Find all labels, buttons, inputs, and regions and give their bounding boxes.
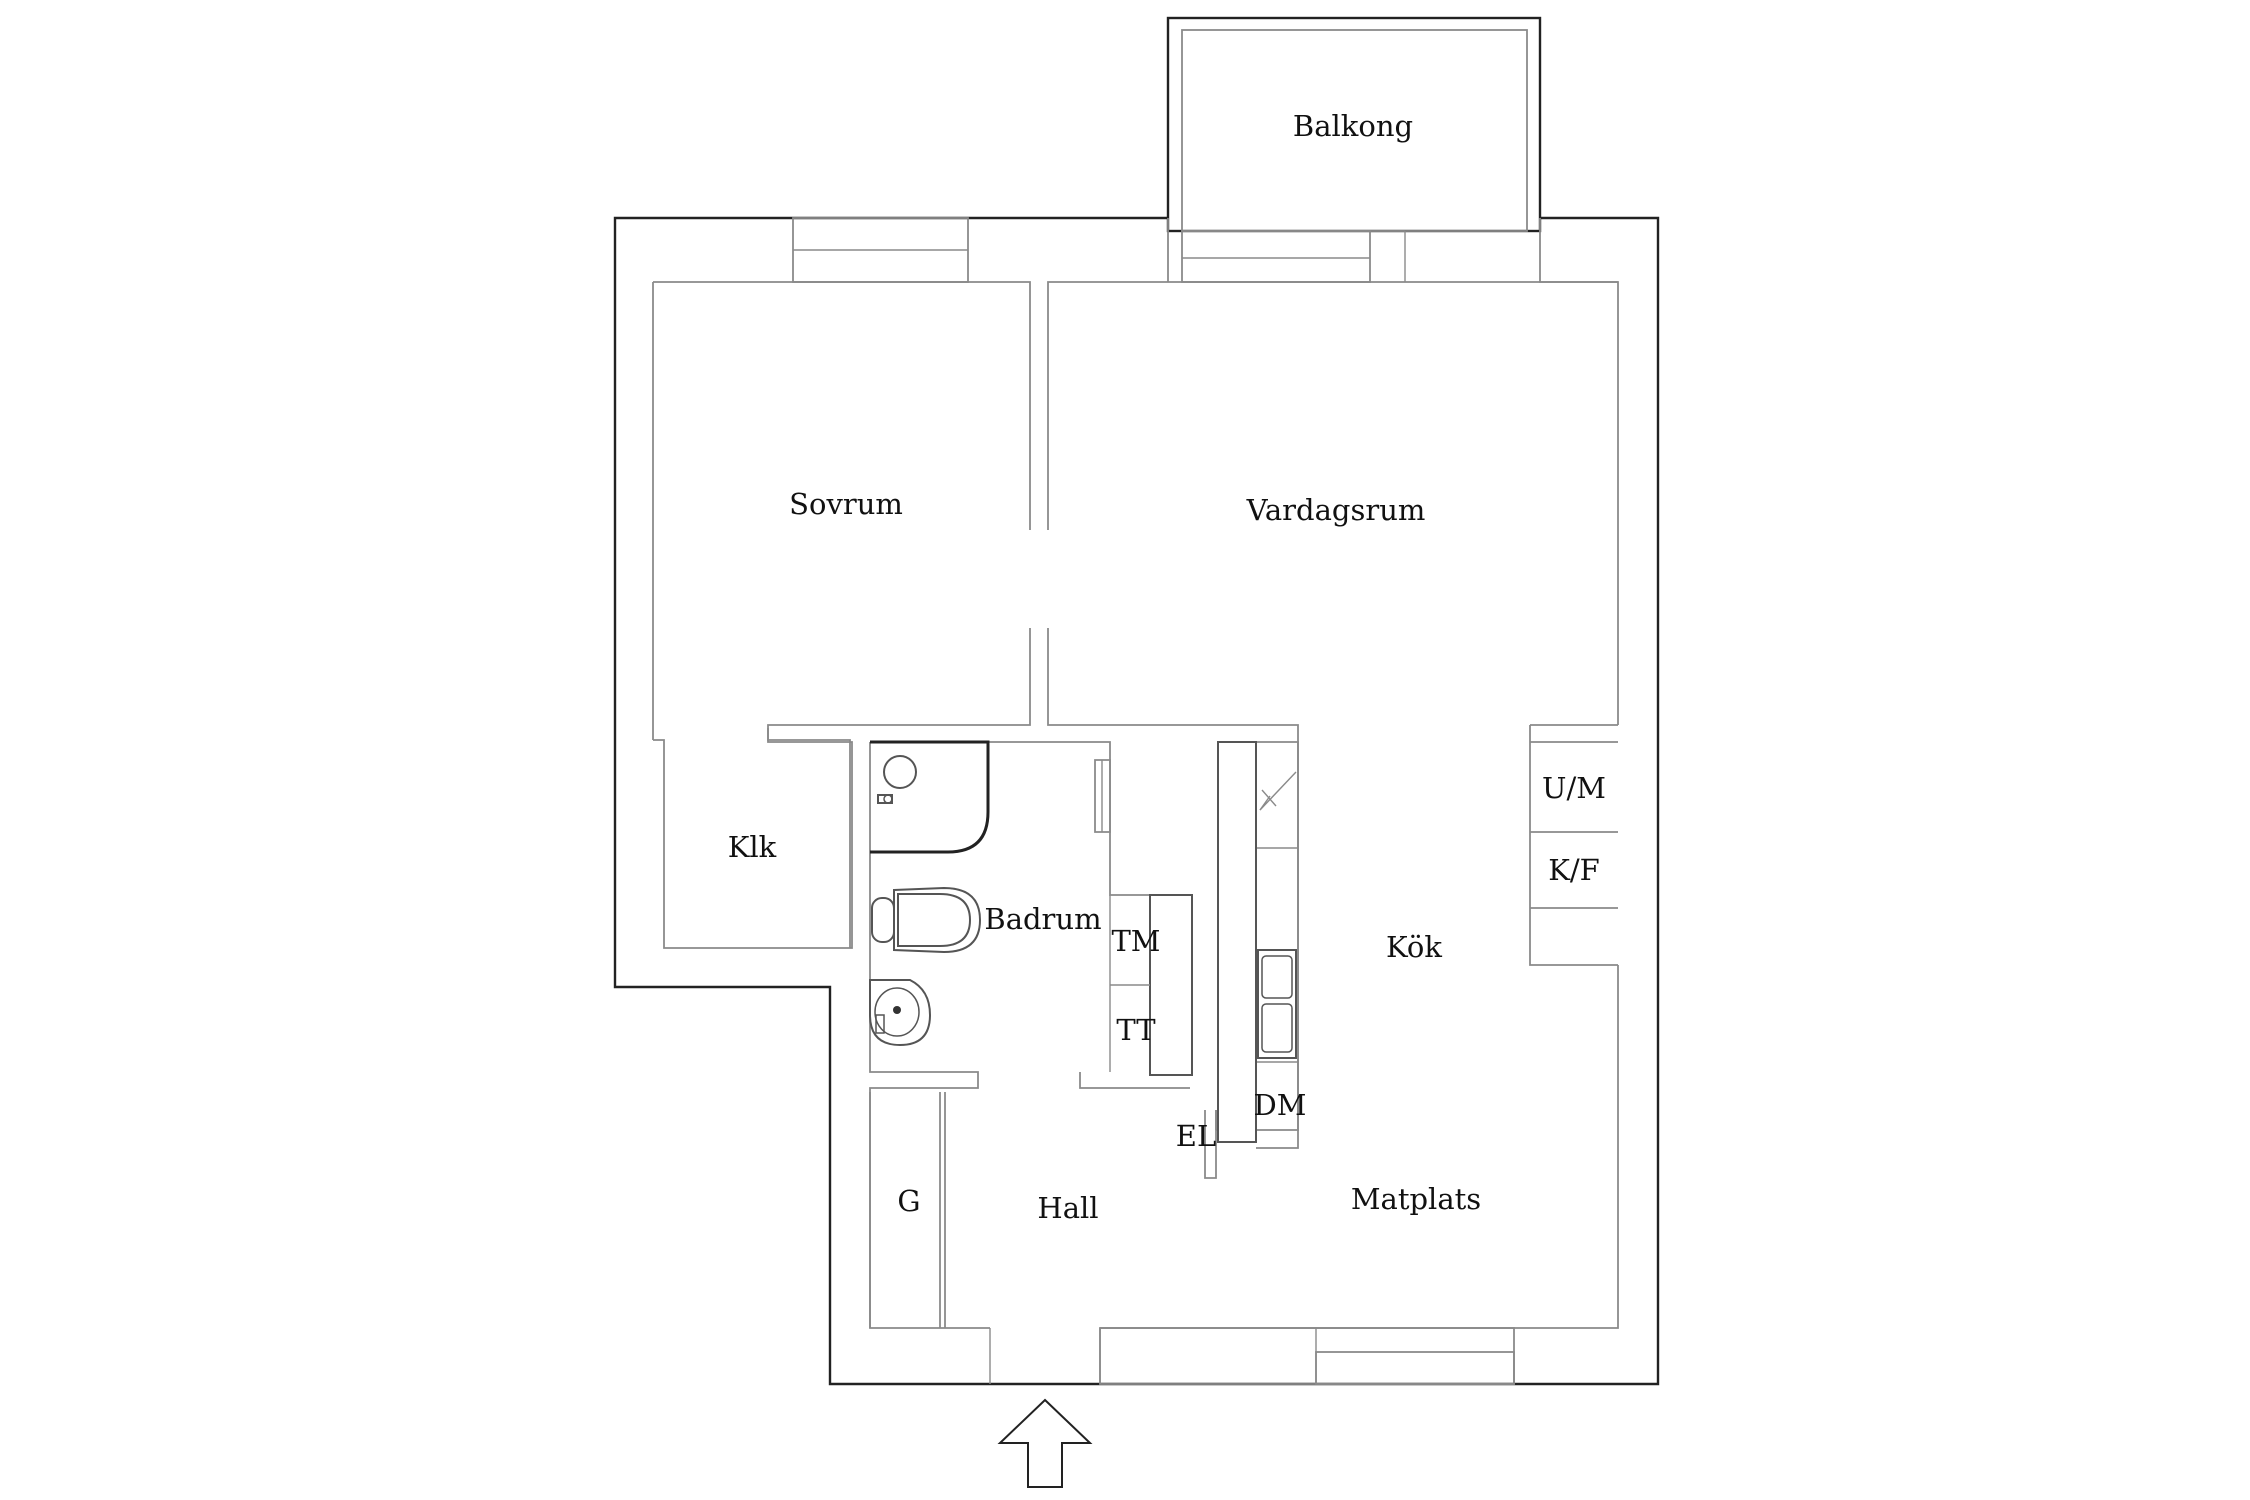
appliance-label-el: EL (1176, 1119, 1216, 1153)
appliance-label-um: U/M (1542, 771, 1606, 805)
entrance-arrow-icon (997, 1398, 1093, 1488)
room-label-g: G (897, 1184, 920, 1218)
room-label-badrum: Badrum (984, 902, 1101, 936)
toilet-icon (871, 886, 982, 954)
appliance-label-kf: K/F (1548, 853, 1600, 887)
kitchen-counter (1109, 741, 1257, 1143)
room-label-matplats: Matplats (1351, 1182, 1481, 1216)
wardrobe (1094, 759, 1111, 833)
appliance-label-tt: TT (1116, 1013, 1156, 1047)
kitchen-sink-icon (1257, 949, 1297, 1059)
room-label-sovrum: Sovrum (789, 487, 903, 521)
appliance-label-dm: DM (1254, 1088, 1307, 1122)
room-label-kok: Kök (1386, 930, 1442, 964)
appliance-label-tm: TM (1111, 924, 1160, 958)
outer-walls (613, 216, 1660, 1386)
stove-icon (1259, 771, 1297, 811)
sink-icon (869, 979, 932, 1047)
room-label-klk: Klk (728, 830, 777, 864)
shower-icon (870, 740, 990, 854)
windows (792, 217, 1515, 1385)
room-label-hall: Hall (1037, 1191, 1098, 1225)
room-label-balkong: Balkong (1293, 109, 1413, 143)
room-label-vardagsrum: Vardagsrum (1246, 493, 1426, 527)
